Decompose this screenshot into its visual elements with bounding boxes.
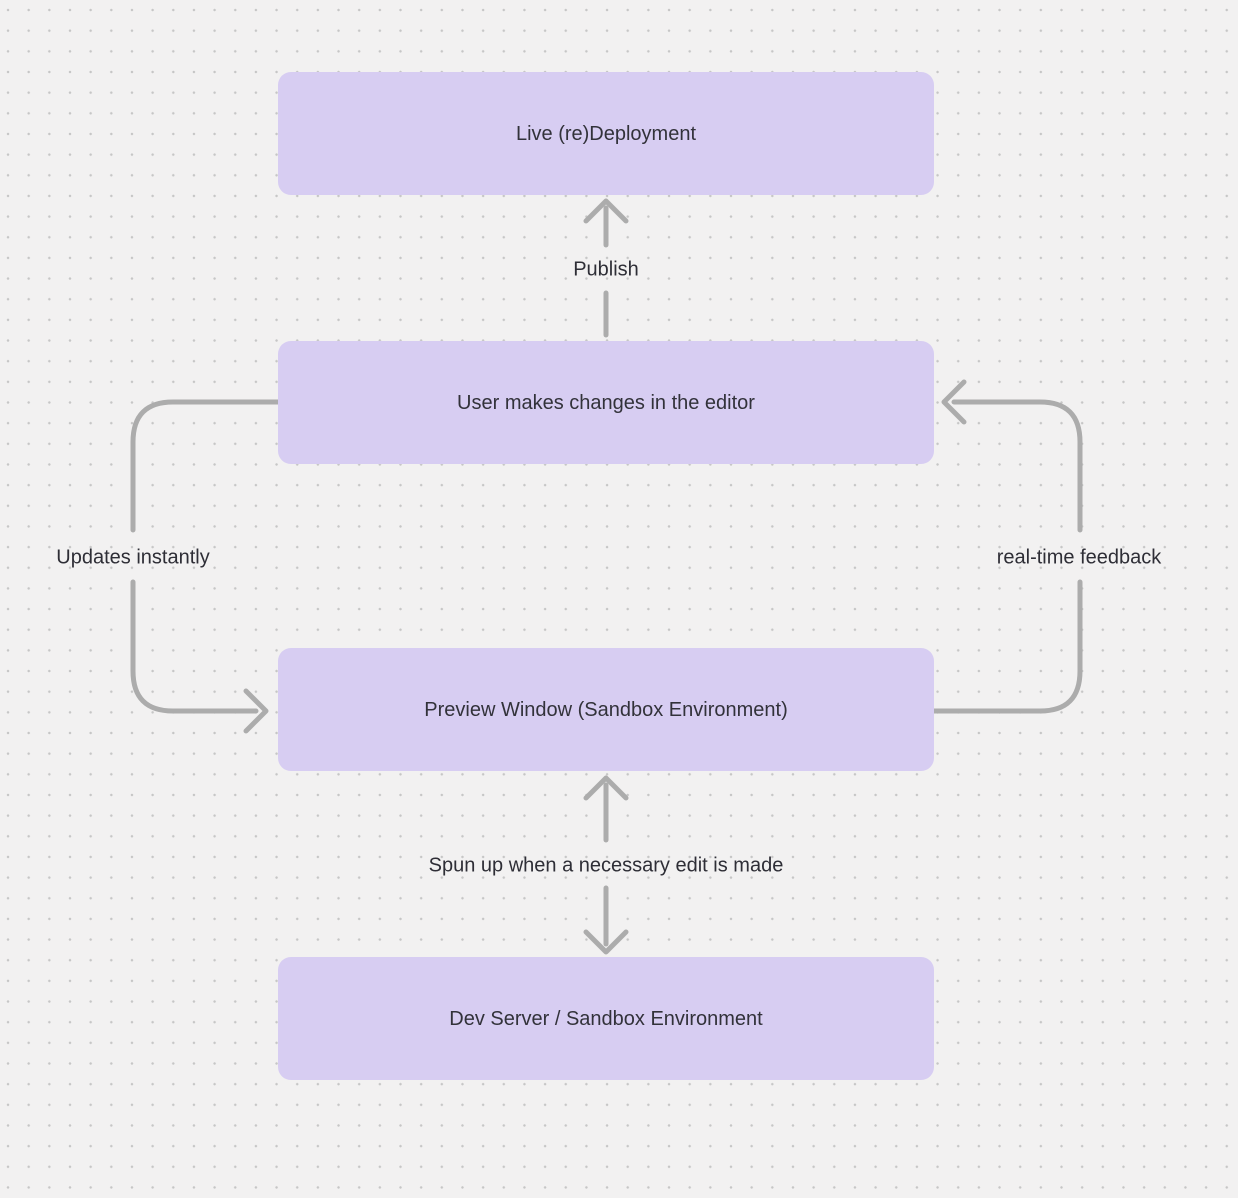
spun-up-arrow	[583, 775, 629, 955]
arrowhead-up-icon	[583, 198, 629, 224]
edge-label-spun-up: Spun up when a necessary edit is made	[428, 854, 784, 877]
arrowhead-left-icon	[941, 379, 967, 425]
node-label: Live (re)Deployment	[515, 122, 697, 145]
node-label: Dev Server / Sandbox Environment	[449, 1007, 763, 1030]
arrowhead-up-icon	[583, 775, 629, 801]
publish-arrow	[583, 198, 629, 338]
edge-label-updates-instantly: Updates instantly	[56, 546, 210, 569]
node-dev-server[interactable]: Dev Server / Sandbox Environment	[278, 957, 934, 1080]
node-label: Preview Window (Sandbox Environment)	[424, 698, 788, 721]
edge-label-publish: Publish	[573, 258, 639, 281]
node-editor-changes[interactable]: User makes changes in the editor	[278, 341, 934, 464]
arrowhead-right-icon	[243, 688, 269, 734]
real-time-feedback-arrow	[931, 379, 1083, 714]
edge-label-real-time-feedback: real-time feedback	[996, 546, 1162, 569]
node-preview-window[interactable]: Preview Window (Sandbox Environment)	[278, 648, 934, 771]
arrowhead-down-icon	[583, 929, 629, 955]
node-live-deployment[interactable]: Live (re)Deployment	[278, 72, 934, 195]
updates-instantly-arrow	[130, 399, 281, 734]
node-label: User makes changes in the editor	[457, 391, 755, 414]
